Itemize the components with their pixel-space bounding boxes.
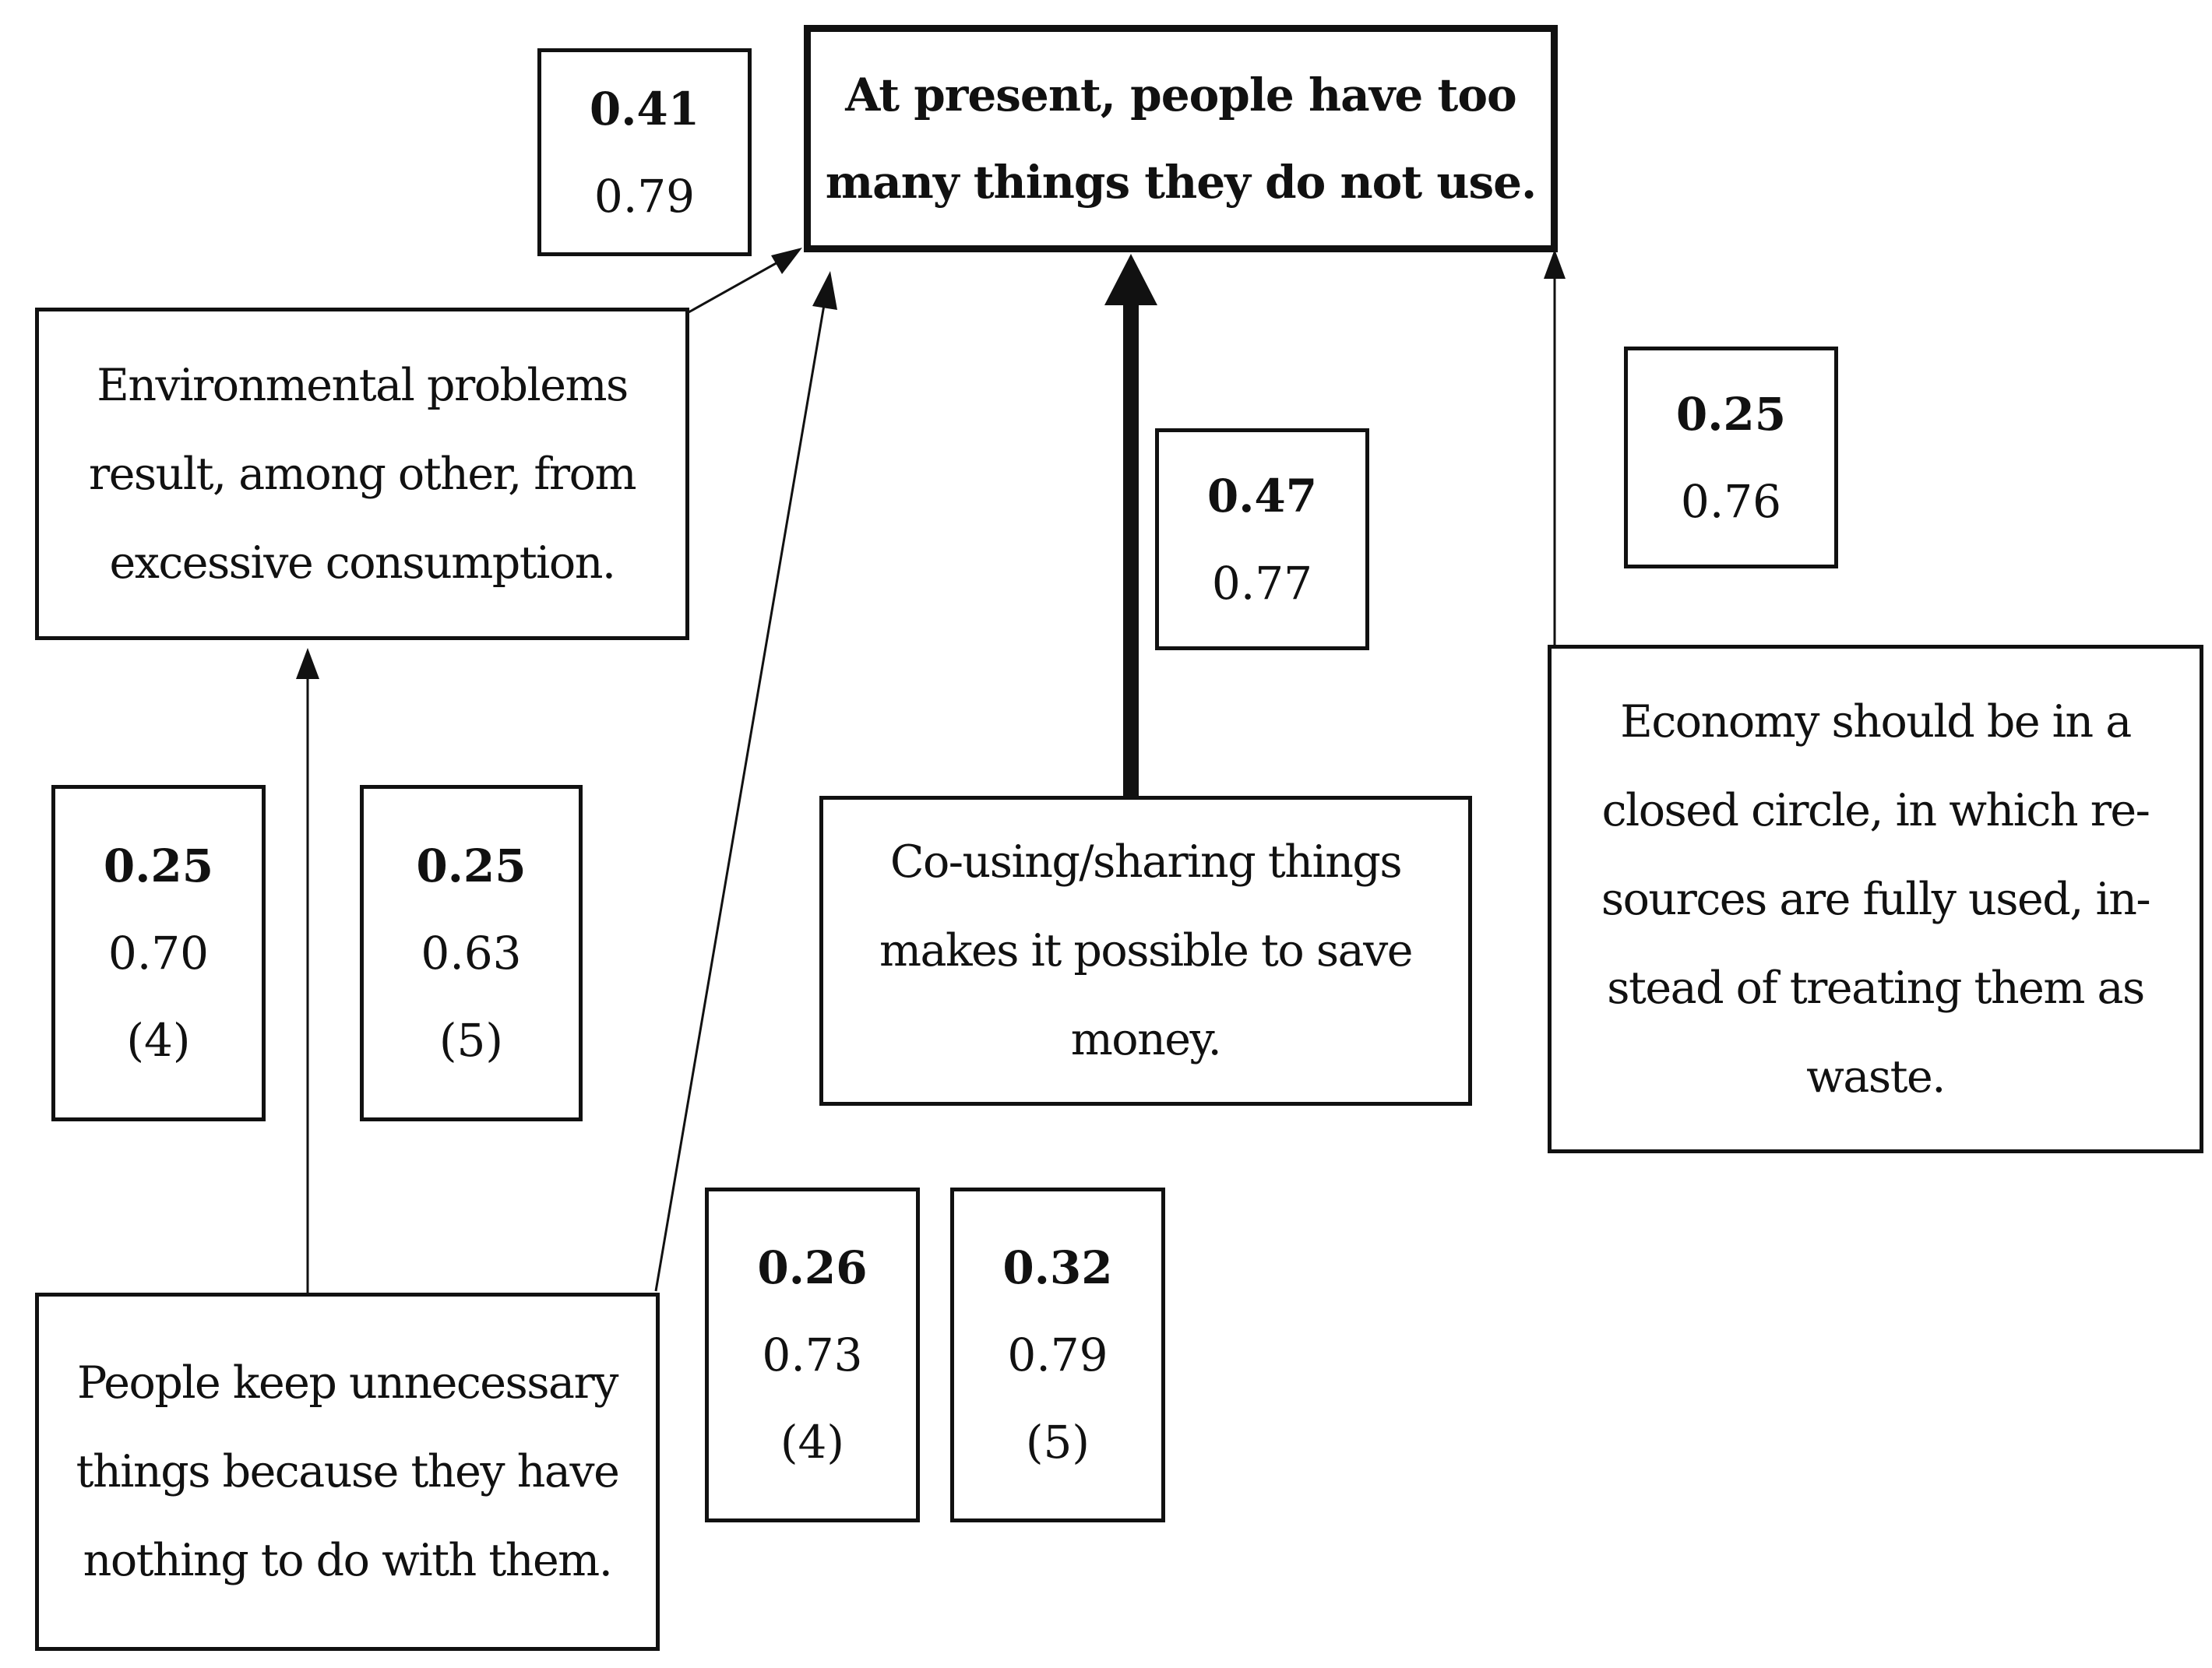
node-economy-line-2: closed circle, in which re- [1601, 784, 2150, 836]
stat-env-to-main: 0.41 0.79 [537, 48, 752, 256]
node-environmental: Environmental problems result, among oth… [35, 308, 689, 640]
stat-cousing-to-main-value: 0.77 [1211, 556, 1313, 610]
node-people-line-2: things because they have [76, 1446, 620, 1497]
stat-people-to-env-b-value: 0.63 [421, 927, 522, 980]
stat-people-to-env-a-note: (4) [126, 1014, 191, 1067]
node-economy-line-3: sources are fully used, in- [1601, 873, 2151, 925]
node-environmental-line-2: result, among other, from [88, 448, 637, 500]
stat-people-to-main-a-value: 0.73 [762, 1328, 863, 1381]
node-main-line-2: many things they do not use. [825, 156, 1537, 209]
node-people-line-3: nothing to do with them. [83, 1535, 613, 1586]
stat-people-to-env-a-value: 0.70 [107, 927, 210, 980]
arrow-people-to-main [654, 295, 827, 1292]
node-main-line-1: At present, people have too [845, 69, 1516, 121]
node-main: At present, people have too many things … [804, 25, 1558, 252]
node-cousing-line-3: money. [1070, 1014, 1222, 1065]
arrowhead-people-to-environmental [296, 648, 319, 679]
node-people: People keep unnecessary things because t… [35, 1293, 660, 1651]
node-environmental-line-3: excessive consumption. [109, 537, 616, 589]
stat-cousing-to-main: 0.47 0.77 [1155, 428, 1369, 650]
stat-people-to-env-b: 0.25 0.63 (5) [360, 785, 583, 1121]
node-environmental-line-1: Environmental problems [97, 359, 629, 411]
stat-people-to-main-a-coefficient: 0.26 [757, 1241, 868, 1294]
stat-people-to-main-b-value: 0.79 [1007, 1328, 1108, 1381]
stat-people-to-env-a: 0.25 0.70 (4) [51, 785, 266, 1121]
stat-env-to-main-coefficient: 0.41 [589, 82, 700, 135]
stat-economy-to-main: 0.25 0.76 [1624, 347, 1838, 568]
stat-economy-to-main-value: 0.76 [1680, 474, 1782, 528]
node-cousing-line-1: Co-using/sharing things [889, 836, 1403, 888]
arrowhead-environmental-to-main [771, 248, 802, 274]
stat-people-to-main-b-coefficient: 0.32 [1002, 1241, 1113, 1294]
arrowhead-people-to-main [812, 271, 837, 310]
stat-people-to-env-a-coefficient: 0.25 [103, 839, 214, 892]
arrowhead-economy-to-main [1544, 249, 1566, 279]
node-people-line-1: People keep unnecessary [77, 1357, 618, 1409]
stat-economy-to-main-coefficient: 0.25 [1675, 387, 1787, 441]
node-economy-line-1: Economy should be in a [1620, 695, 2132, 748]
stat-people-to-main-a: 0.26 0.73 (4) [705, 1188, 920, 1522]
stat-people-to-env-b-note: (5) [439, 1014, 504, 1067]
stat-cousing-to-main-coefficient: 0.47 [1206, 469, 1318, 523]
node-economy-line-4: stead of treating them as [1607, 962, 2145, 1014]
arrowhead-cousing-to-main [1104, 254, 1157, 305]
node-economy: Economy should be in a closed circle, in… [1548, 645, 2203, 1153]
stat-env-to-main-value: 0.79 [594, 169, 696, 223]
node-cousing-line-2: makes it possible to save [879, 925, 1414, 977]
stat-people-to-env-b-coefficient: 0.25 [416, 839, 527, 892]
stat-people-to-main-a-note: (4) [780, 1416, 845, 1469]
node-cousing: Co-using/sharing things makes it possibl… [819, 796, 1472, 1106]
node-economy-line-5: waste. [1806, 1050, 1946, 1103]
stat-people-to-main-b-note: (5) [1025, 1416, 1090, 1469]
stat-people-to-main-b: 0.32 0.79 (5) [950, 1188, 1165, 1522]
